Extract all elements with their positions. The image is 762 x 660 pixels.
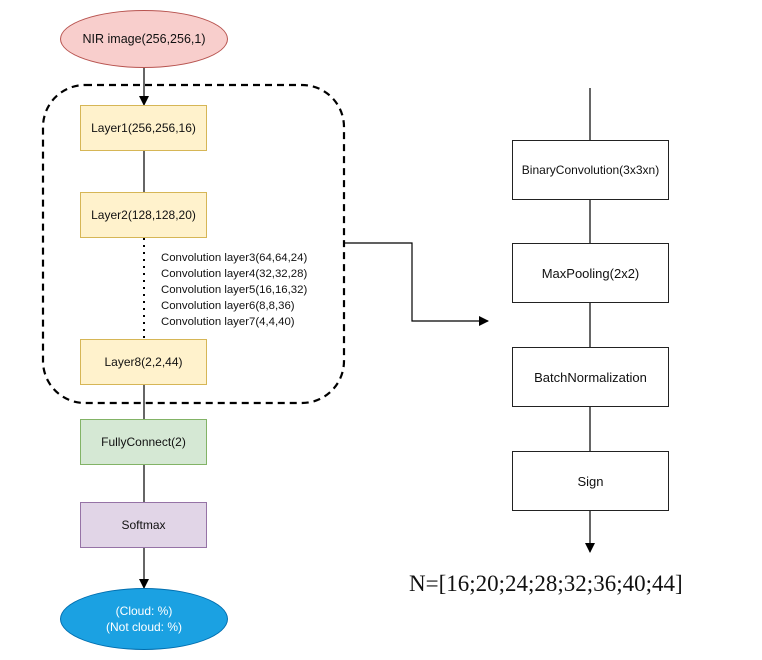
max-pooling-label: MaxPooling(2x2): [541, 265, 640, 281]
input-node-label: NIR image(256,256,1): [82, 32, 206, 46]
batch-normalization-node: BatchNormalization: [512, 347, 669, 407]
conv-layer3-label: Convolution layer3(64,64,24): [161, 252, 308, 264]
conv-layer4-label: Convolution layer4(32,32,28): [161, 268, 308, 280]
filter-count-formula: N=[16;20;24;28;32;36;40;44]: [409, 571, 683, 596]
softmax-node: Softmax: [80, 502, 207, 548]
conv-layer6-label: Convolution layer6(8,8,36): [161, 300, 295, 312]
layer2-node: Layer2(128,128,20): [80, 192, 207, 238]
sign-label: Sign: [577, 473, 604, 489]
max-pooling-node: MaxPooling(2x2): [512, 243, 669, 303]
layer2-label: Layer2(128,128,20): [91, 208, 196, 222]
conv-layer5-label: Convolution layer5(16,16,32): [161, 284, 308, 296]
binary-convolution-node: BinaryConvolution(3x3xn): [512, 140, 669, 200]
output-not-cloud-label: (Not cloud: %): [105, 620, 183, 634]
convolution-layers-list: Convolution layer3(64,64,24) Convolution…: [161, 250, 307, 330]
binary-convolution-label: BinaryConvolution(3x3xn): [521, 163, 660, 177]
layer8-node: Layer8(2,2,44): [80, 339, 207, 385]
layer1-node: Layer1(256,256,16): [80, 105, 207, 151]
input-node-nir-image: NIR image(256,256,1): [60, 10, 228, 68]
dashed-group-border: [41, 83, 346, 405]
layer8-label: Layer8(2,2,44): [104, 355, 183, 369]
layer1-label: Layer1(256,256,16): [91, 121, 196, 135]
batch-normalization-label: BatchNormalization: [534, 369, 647, 385]
output-cloud-label: (Cloud: %): [115, 604, 173, 618]
fully-connect-node: FullyConnect(2): [80, 419, 207, 465]
fully-connect-label: FullyConnect(2): [101, 435, 186, 449]
conv-layer7-label: Convolution layer7(4,4,40): [161, 316, 295, 328]
softmax-label: Softmax: [121, 518, 166, 532]
sign-node: Sign: [512, 451, 669, 511]
output-node-cloud-probability: (Cloud: %) (Not cloud: %): [60, 588, 228, 650]
elbow-arrow-group-to-right: [344, 242, 489, 326]
